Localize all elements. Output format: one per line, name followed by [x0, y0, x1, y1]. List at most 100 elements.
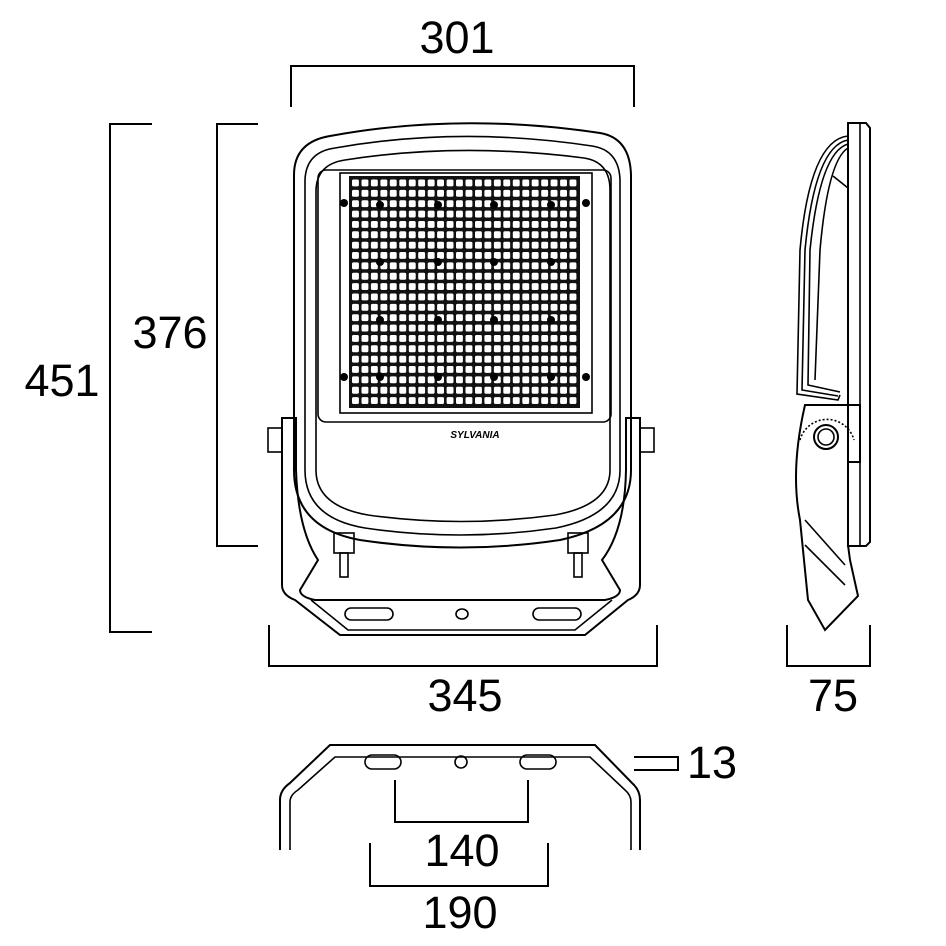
panel-screw: [376, 201, 384, 209]
led: [531, 221, 539, 228]
side-housing-1: [796, 135, 849, 401]
led: [427, 293, 435, 301]
led: [541, 252, 549, 259]
led: [560, 355, 567, 363]
led: [569, 293, 577, 301]
led: [560, 376, 567, 384]
led: [399, 262, 407, 270]
led: [456, 200, 463, 208]
led: [437, 189, 444, 197]
led: [503, 386, 511, 394]
led: [522, 335, 530, 342]
led: [560, 314, 567, 322]
led: [370, 231, 378, 239]
led: [361, 221, 369, 228]
led: [465, 252, 473, 259]
led: [370, 335, 378, 342]
led: [456, 355, 463, 363]
led: [361, 386, 369, 394]
led: [380, 283, 388, 290]
led: [408, 221, 416, 228]
led: [493, 252, 501, 259]
led: [550, 241, 558, 249]
dim-label-451: 451: [24, 355, 99, 406]
led: [512, 345, 520, 353]
led: [512, 397, 520, 404]
led: [418, 272, 426, 280]
led: [361, 366, 369, 373]
led: [503, 303, 511, 311]
led: [522, 293, 530, 301]
led: [446, 366, 454, 373]
bracket-outer: [279, 744, 641, 850]
led: [541, 345, 549, 353]
led: [475, 210, 482, 218]
led: [484, 293, 492, 301]
led: [370, 179, 378, 187]
led: [503, 189, 511, 197]
led: [380, 345, 388, 353]
side-housing-rib: [832, 175, 849, 189]
led: [475, 241, 482, 249]
dim-line-13: [634, 756, 679, 771]
led: [361, 324, 369, 332]
led: [399, 200, 407, 208]
led: [437, 272, 444, 280]
led: [380, 303, 388, 311]
led: [475, 397, 482, 404]
led: [418, 241, 426, 249]
led: [352, 345, 359, 353]
led: [446, 221, 454, 228]
led: [399, 355, 407, 363]
led: [399, 179, 407, 187]
led: [352, 376, 359, 384]
led: [408, 293, 416, 301]
led: [389, 283, 397, 290]
led: [484, 200, 492, 208]
led: [399, 324, 407, 332]
panel-screw: [434, 373, 442, 381]
led: [560, 272, 567, 280]
led: [541, 314, 549, 322]
led: [560, 179, 567, 187]
led: [560, 200, 567, 208]
led: [560, 262, 567, 270]
led: [569, 179, 577, 187]
bracket-detail-view: [279, 744, 641, 850]
panel-screw: [376, 258, 384, 266]
led: [408, 272, 416, 280]
led: [475, 303, 482, 311]
led: [352, 397, 359, 404]
led: [569, 386, 577, 394]
led: [427, 303, 435, 311]
side-front-glass: [847, 122, 871, 547]
led: [408, 283, 416, 290]
led: [389, 314, 397, 322]
led: [531, 241, 539, 249]
led: [484, 262, 492, 270]
led: [541, 189, 549, 197]
led: [437, 345, 444, 353]
led: [446, 252, 454, 259]
led: [389, 335, 397, 342]
led: [399, 386, 407, 394]
led: [389, 355, 397, 363]
led: [560, 324, 567, 332]
detail-slot-right: [519, 754, 557, 770]
led: [531, 272, 539, 280]
led: [380, 252, 388, 259]
led: [370, 221, 378, 228]
led: [408, 397, 416, 404]
led: [408, 179, 416, 187]
led: [465, 303, 473, 311]
led: [522, 324, 530, 332]
led: [503, 252, 511, 259]
led: [418, 345, 426, 353]
led: [370, 303, 378, 311]
led: [531, 262, 539, 270]
led: [361, 200, 369, 208]
led: [446, 210, 454, 218]
led: [446, 231, 454, 239]
led: [541, 386, 549, 394]
led: [465, 366, 473, 373]
